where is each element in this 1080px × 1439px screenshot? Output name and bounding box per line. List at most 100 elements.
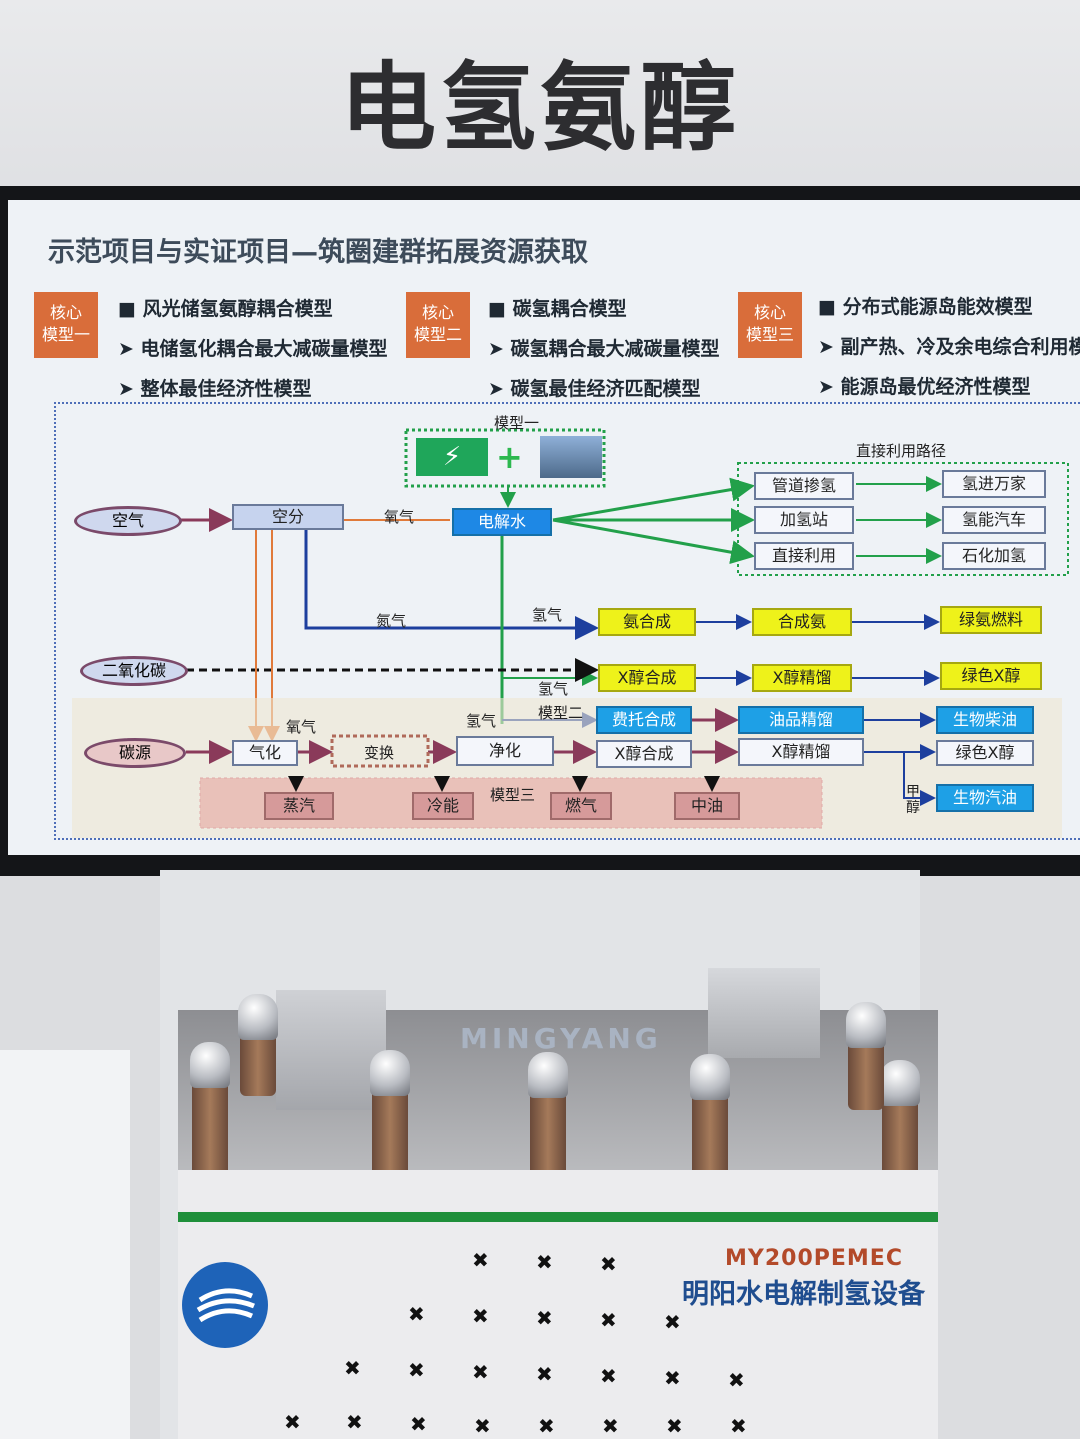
purify-node: 净化 [456,736,554,766]
x-alcohol-distill-2-node: X醇精馏 [738,738,864,766]
bio-gasoline-node: 生物汽油 [936,784,1034,812]
solar-panel-icon [540,436,602,478]
bolt-nut [528,1052,568,1098]
core-tag-1: 核心 模型一 [34,292,98,358]
oxygen-label-2: 氧气 [286,718,317,736]
x-mark-icon: ✖ [600,1252,617,1276]
mingyang-logo-icon [182,1262,268,1348]
synthetic-ammonia-node: 合成氨 [752,608,852,636]
core2-bullet-2: ➤ 碳氢耦合最大减碳量模型 [488,338,720,360]
core1-bullet-2: ➤ 电储氢化耦合最大减碳量模型 [118,338,388,360]
x-mark-icon: ✖ [536,1306,553,1330]
x-mark-icon: ✖ [664,1310,681,1334]
x-mark-icon: ✖ [472,1304,489,1328]
flow-diagram [54,402,1080,840]
core1-bullet-3: ➤ 整体最佳经济性模型 [118,378,312,400]
wind-turbine-icon: ⚡ [416,438,488,476]
left-manifold-block [276,990,386,1110]
core3-bullet-2: ➤ 副产热、冷及余电综合利用模 [818,336,1080,358]
core-tag-2: 核心 模型二 [406,292,470,358]
bolt-nut [238,994,278,1040]
slide-title: 示范项目与实证项目—筑圈建群拓展资源获取 [48,237,588,268]
green-ammonia-fuel-node: 绿氨燃料 [940,606,1042,634]
core-tag-3: 核心 模型三 [738,292,802,358]
direct-path-label: 直接利用路径 [856,442,947,460]
x-alcohol-synthesis-2-node: X醇合成 [596,740,692,768]
hydrogen-label-2: 氢气 [538,680,569,698]
core-tag-2-line2: 模型二 [413,325,462,344]
direct-use-node: 直接利用 [754,542,854,570]
core-tag-3-line2: 模型三 [745,325,794,344]
device-model-name: MY200PEMEC [725,1246,903,1271]
bolt-nut [190,1042,230,1088]
faint-brand-text: MINGYANG [460,1022,662,1055]
co2-node: 二氧化碳 [80,656,188,686]
x-mark-icon: ✖ [408,1358,425,1382]
model1-label: 模型一 [494,414,540,432]
right-manifold-block [708,968,820,1058]
x-mark-icon: ✖ [344,1356,361,1380]
x-mark-icon: ✖ [538,1414,555,1438]
core-tag-1-line2: 模型一 [41,325,90,344]
bolt-nut [846,1002,886,1048]
x-alcohol-synthesis-node: X醇合成 [598,664,696,692]
x-mark-icon: ✖ [284,1410,301,1434]
hydrogen-label-3: 氢气 [466,712,497,730]
core2-bullet-3: ➤ 碳氢最佳经济匹配模型 [488,378,701,400]
green-strip [178,1212,938,1222]
green-x-alcohol-node: 绿色X醇 [940,662,1042,690]
nitrogen-label: 氮气 [376,612,407,630]
wall-title: 电氢氨醇 [340,52,740,164]
x-mark-icon: ✖ [728,1368,745,1392]
gasify-node: 气化 [232,740,298,766]
x-mark-icon: ✖ [472,1360,489,1384]
x-mark-icon: ✖ [410,1412,427,1436]
x-mark-icon: ✖ [346,1410,363,1434]
core-tag-2-line1: 核心 [421,303,454,322]
bio-diesel-node: 生物柴油 [936,706,1034,734]
x-mark-icon: ✖ [730,1414,747,1438]
oil-refine-node: 油品精馏 [738,706,864,734]
model3-label: 模型三 [490,786,536,804]
left-white-panel [0,1050,130,1439]
core1-bullet-1: ■ 风光储氢氨醇耦合模型 [118,298,333,320]
plus-icon: + [496,438,523,476]
bolt-nut [880,1060,920,1106]
monitor-screen: 示范项目与实证项目—筑圈建群拓展资源获取 核心 模型一 ■ 风光储氢氨醇耦合模型… [8,200,1080,855]
hydrogen-label-1: 氢气 [532,606,563,624]
mid-oil-node: 中油 [674,792,740,820]
x-mark-icon: ✖ [664,1366,681,1390]
model2-label: 模型二 [538,704,584,722]
ft-synthesis-node: 费托合成 [596,706,692,734]
logo-waves-icon [196,1288,255,1323]
green-x-alcohol-2-node: 绿色X醇 [936,740,1034,766]
carbon-source-node: 碳源 [84,738,186,768]
x-mark-icon: ✖ [600,1364,617,1388]
h2-station-node: 加氢站 [754,506,854,534]
electrolysis-node: 电解水 [452,508,552,536]
petro-h2-node: 石化加氢 [942,542,1046,570]
air-sep-node: 空分 [232,504,344,530]
wall-background [0,0,1080,200]
core3-bullet-3: ➤ 能源岛最优经济性模型 [818,376,1031,398]
methanol-label: 甲醇 [906,784,920,816]
x-mark-icon: ✖ [536,1362,553,1386]
core-tag-1-line1: 核心 [49,303,82,322]
air-node: 空气 [74,506,182,536]
h2-car-node: 氢能汽车 [942,506,1046,534]
cold-energy-node: 冷能 [412,792,474,820]
oxygen-label-1: 氧气 [384,508,415,526]
x-mark-icon: ✖ [600,1308,617,1332]
gas-node: 燃气 [550,792,612,820]
bolt-nut [690,1054,730,1100]
device-description: 明阳水电解制氢设备 [682,1279,925,1310]
x-mark-icon: ✖ [474,1414,491,1438]
x-mark-icon: ✖ [536,1250,553,1274]
h2-homes-node: 氢进万家 [942,470,1046,498]
core3-bullet-1: ■ 分布式能源岛能效模型 [818,296,1033,318]
x-mark-icon: ✖ [408,1302,425,1326]
bolt-nut [370,1050,410,1096]
x-alcohol-distill-node: X醇精馏 [752,664,852,692]
steam-node: 蒸汽 [264,792,334,820]
x-mark-icon: ✖ [472,1248,489,1272]
